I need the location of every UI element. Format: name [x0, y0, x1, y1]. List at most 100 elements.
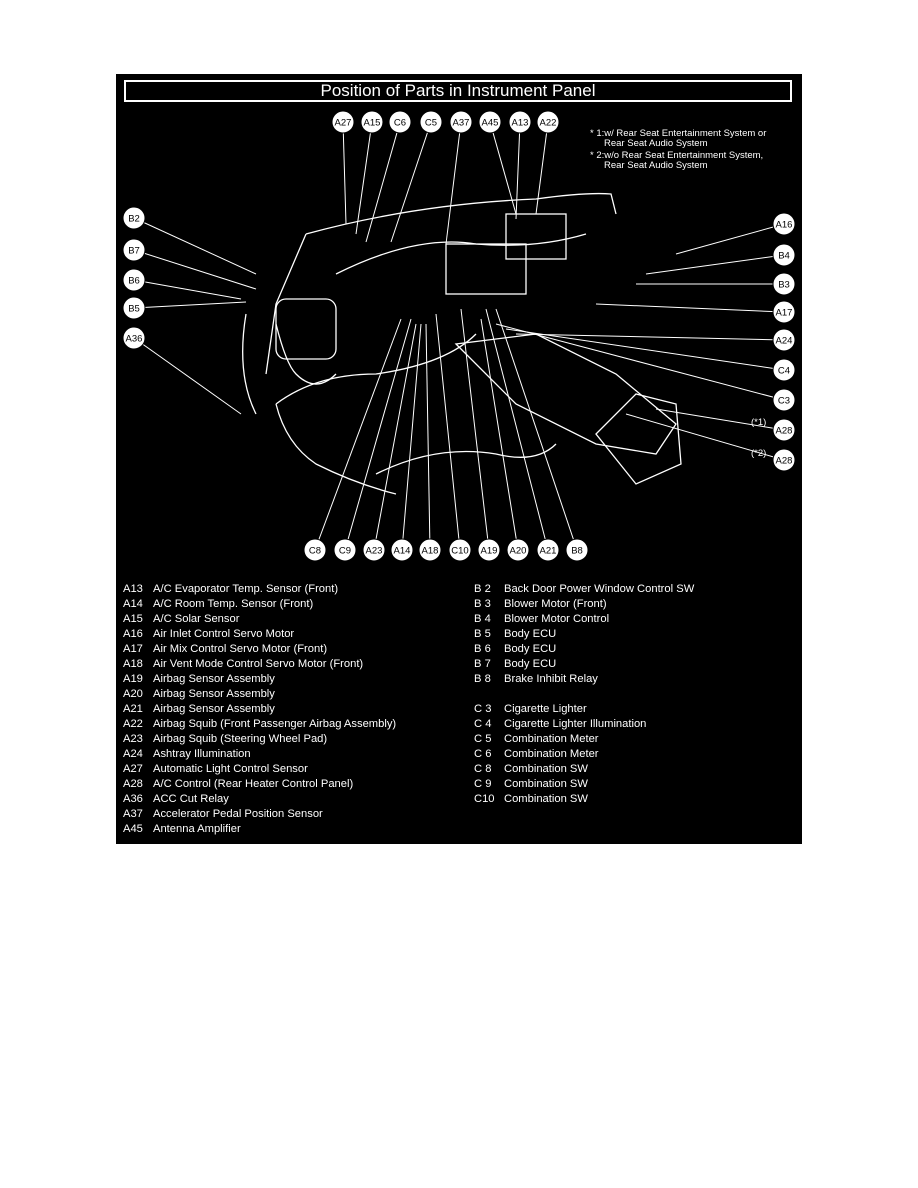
- legend-code: B 2: [474, 583, 491, 595]
- callout-label: B3: [778, 280, 790, 291]
- floor-wire-mid: [375, 443, 557, 475]
- callout-label: B8: [571, 546, 583, 557]
- callout-label: C6: [394, 118, 406, 129]
- legend-code: A28: [123, 778, 143, 790]
- floor-wire-left: [275, 403, 397, 495]
- callout-circle: [565, 538, 589, 562]
- legend-text: Back Door Power Window Control SW: [504, 583, 695, 595]
- legend-text: Combination Meter: [504, 733, 599, 745]
- legend-code: A15: [123, 613, 143, 625]
- callout-circle: [772, 300, 796, 324]
- callout-circle: [772, 328, 796, 352]
- callout-label: A37: [453, 118, 470, 129]
- leader-line: [625, 413, 785, 461]
- legend-code: A16: [123, 628, 143, 640]
- legend-code: C 9: [474, 778, 492, 790]
- legend-item: [474, 687, 694, 702]
- callout-label: B2: [128, 214, 140, 225]
- legend-text: Air Inlet Control Servo Motor: [153, 628, 295, 640]
- callout-label: A28: [776, 456, 793, 467]
- steering-column: [275, 323, 337, 385]
- callout-circle: [122, 206, 146, 230]
- legend-code: C 4: [474, 718, 492, 730]
- legend-text: Combination SW: [504, 793, 588, 805]
- callout-circle: [506, 538, 530, 562]
- callout-label: A13: [512, 118, 529, 129]
- leader-line: [373, 323, 417, 551]
- legend-code: A21: [123, 703, 143, 715]
- legend-text: Blower Motor (Front): [504, 598, 607, 610]
- leader-line: [390, 121, 432, 243]
- leader-line: [535, 121, 549, 215]
- leader-line: [314, 318, 402, 551]
- leader-line: [505, 328, 785, 371]
- hvac-unit: [445, 243, 527, 295]
- callout-label: A20: [510, 546, 527, 557]
- legend-text: Antenna Amplifier: [153, 823, 241, 835]
- callout-circle: [477, 538, 501, 562]
- callout-label: B5: [128, 304, 140, 315]
- legend-text: Combination SW: [504, 763, 588, 775]
- legend-text: Brake Inhibit Relay: [504, 673, 598, 685]
- callout-label: A14: [394, 546, 411, 557]
- legend-text: Body ECU: [504, 658, 557, 670]
- legend-text: Cigarette Lighter: [504, 703, 587, 715]
- callout-label: B6: [128, 276, 140, 287]
- legend-text: Airbag Squib (Steering Wheel Pad): [153, 733, 328, 745]
- legend-item: C 5 Combination Meter: [474, 732, 694, 747]
- leader-line: [515, 121, 521, 220]
- callout-circle: [772, 243, 796, 267]
- leader-line: [435, 313, 461, 551]
- legend-text: A/C Room Temp. Sensor (Front): [153, 598, 314, 610]
- legend-text: Air Mix Control Servo Motor (Front): [153, 643, 328, 655]
- legend-code: A37: [123, 808, 143, 820]
- legend-code: C 3: [474, 703, 492, 715]
- callout-label: A28: [776, 426, 793, 437]
- callout-circle: [331, 110, 355, 134]
- legend-item: B 2 Back Door Power Window Control SW: [474, 582, 694, 597]
- callout-circle: [772, 272, 796, 296]
- leader-line: [355, 121, 373, 235]
- callout-label: A16: [776, 220, 793, 231]
- callout-label: A45: [482, 118, 499, 129]
- legend-code: C 5: [474, 733, 492, 745]
- leader-line: [445, 121, 462, 245]
- callout-label: C9: [339, 546, 351, 557]
- leader-line: [480, 318, 519, 551]
- leader-line: [344, 318, 412, 551]
- leader-line: [365, 121, 401, 243]
- callout-circle: [122, 326, 146, 350]
- legend-code: A22: [123, 718, 143, 730]
- callout-circle: [303, 538, 327, 562]
- legend-code: A45: [123, 823, 143, 835]
- legend-text: Body ECU: [504, 643, 557, 655]
- legend-text: Combination Meter: [504, 748, 599, 760]
- passenger-module: [505, 213, 567, 260]
- callout-label: A22: [540, 118, 557, 129]
- diagram-title: Position of Parts in Instrument Panel: [124, 80, 792, 102]
- legend-text: Accelerator Pedal Position Sensor: [153, 808, 323, 820]
- leader-line: [342, 121, 347, 225]
- center-console: [454, 333, 677, 455]
- dash-left-edge: [265, 233, 307, 375]
- leader-line: [495, 308, 578, 551]
- callout-circle: [333, 538, 357, 562]
- wire-left-vertical: [242, 313, 257, 415]
- callout-circle: [122, 268, 146, 292]
